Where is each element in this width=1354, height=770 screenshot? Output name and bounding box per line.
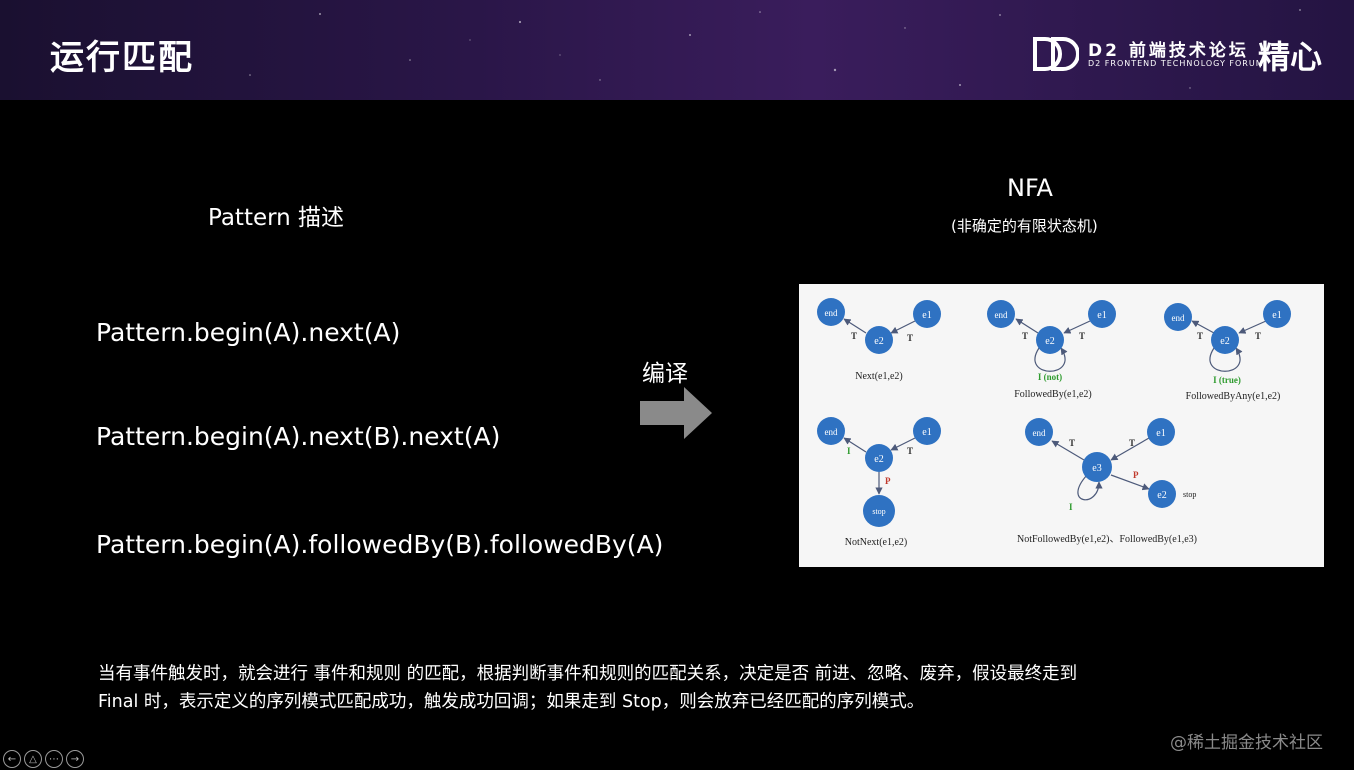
node-end [1025, 418, 1053, 446]
node-e1 [1263, 300, 1291, 328]
svg-text:e1: e1 [1097, 310, 1106, 321]
svg-text:e1: e1 [1272, 310, 1281, 321]
node-stop [863, 495, 895, 527]
next-icon[interactable]: → [66, 750, 84, 768]
nfa-subtitle: (非确定的有限状态机) [951, 217, 1098, 235]
svg-text:end: end [1033, 428, 1046, 438]
svg-text:I (not): I (not) [1038, 372, 1062, 382]
node-end [817, 298, 845, 326]
node-end [1164, 303, 1192, 331]
svg-text:e1: e1 [1156, 428, 1165, 439]
pattern-example-1: Pattern.begin(A).next(A) [96, 318, 401, 347]
node-end [817, 417, 845, 445]
svg-text:Next(e1,e2): Next(e1,e2) [855, 371, 902, 382]
svg-text:T: T [907, 446, 913, 456]
svg-text:P: P [1133, 470, 1139, 480]
forum-name: D2 前端技术论坛 [1088, 41, 1249, 61]
nfa-next: end e1 e2 T T Next(e1,e2) [817, 298, 941, 382]
svg-text:end: end [825, 427, 838, 437]
svg-text:stop: stop [872, 507, 885, 516]
svg-text:T: T [1022, 331, 1028, 341]
svg-text:e2: e2 [874, 336, 883, 347]
slide-title: 运行匹配 [50, 38, 194, 78]
svg-text:e1: e1 [922, 310, 931, 321]
right-arrow-icon [640, 387, 712, 439]
svg-text:T: T [1255, 331, 1261, 341]
svg-text:FollowedByAny(e1,e2): FollowedByAny(e1,e2) [1186, 391, 1281, 402]
node-e1 [1147, 418, 1175, 446]
svg-text:e2: e2 [1157, 490, 1166, 501]
pattern-example-2: Pattern.begin(A).next(B).next(A) [96, 422, 501, 451]
node-e2 [1211, 326, 1239, 354]
node-e1 [913, 300, 941, 328]
svg-text:P: P [885, 476, 891, 486]
nfa-followed-by: end e1 e2 T T I (not) FollowedBy(e1,e2) [987, 300, 1116, 400]
more-icon[interactable]: ⋯ [45, 750, 63, 768]
pattern-heading: Pattern 描述 [208, 205, 345, 231]
node-e2 [865, 444, 893, 472]
previous-icon[interactable]: ← [3, 750, 21, 768]
svg-text:T: T [1079, 331, 1085, 341]
svg-text:FollowedBy(e1,e2): FollowedBy(e1,e2) [1014, 389, 1092, 400]
nfa-followed-by-any: end e1 e2 T T I (true) FollowedByAny(e1,… [1164, 300, 1291, 402]
svg-text:NotFollowedBy(e1,e2)、FollowedB: NotFollowedBy(e1,e2)、FollowedBy(e1,e3) [1017, 534, 1197, 545]
nfa-diagram: end e1 e2 T T Next(e1,e2) end e1 e2 T T … [799, 284, 1324, 567]
description: 当有事件触发时，就会进行 事件和规则 的匹配，根据判断事件和规则的匹配关系，决定… [98, 660, 1258, 716]
svg-text:I: I [1069, 502, 1073, 512]
svg-text:end: end [825, 308, 838, 318]
nfa-title: NFA [1007, 174, 1053, 202]
nfa-not-next: end e1 e2 stop I T P NotNext(e1,e2) [817, 417, 941, 548]
nfa-diagram-svg: end e1 e2 T T Next(e1,e2) end e1 e2 T T … [817, 298, 1291, 548]
svg-text:NotNext(e1,e2): NotNext(e1,e2) [845, 537, 907, 548]
forum-subtitle: D2 FRONTEND TECHNOLOGY FORUM [1088, 59, 1264, 68]
node-e1 [1088, 300, 1116, 328]
description-line-1: 当有事件触发时，就会进行 事件和规则 的匹配，根据判断事件和规则的匹配关系，决定… [98, 664, 1078, 684]
brand-logo: 精心 [1258, 38, 1323, 76]
starfield-decoration [249, 9, 1301, 89]
svg-text:e3: e3 [1092, 463, 1101, 474]
svg-text:e1: e1 [922, 427, 931, 438]
svg-text:end: end [1172, 313, 1185, 323]
svg-text:T: T [907, 333, 913, 343]
svg-text:e2: e2 [1045, 336, 1054, 347]
svg-text:T: T [1069, 438, 1075, 448]
d2-logo-icon [1033, 37, 1079, 71]
slide-controls: ← △ ⋯ → [3, 750, 84, 768]
slide-header: 运行匹配 D2 前端技术论坛 D2 FRONTEND TECHNOLOGY FO… [0, 0, 1354, 100]
node-e3 [1082, 452, 1112, 482]
node-e2 [1036, 326, 1064, 354]
svg-text:T: T [1197, 331, 1203, 341]
description-line-2: Final 时，表示定义的序列模式匹配成功，触发成功回调；如果走到 Stop，则… [98, 692, 925, 712]
svg-text:stop: stop [1183, 490, 1196, 499]
svg-text:T: T [1129, 438, 1135, 448]
svg-text:e2: e2 [1220, 336, 1229, 347]
svg-text:e2: e2 [874, 454, 883, 465]
svg-text:I (true): I (true) [1213, 375, 1241, 385]
node-e1 [913, 417, 941, 445]
watermark: @稀土掘金技术社区 [1170, 733, 1323, 753]
node-e2 [865, 326, 893, 354]
svg-text:end: end [995, 310, 1008, 320]
svg-text:I: I [847, 446, 851, 456]
pattern-example-3: Pattern.begin(A).followedBy(B).followedB… [96, 530, 664, 559]
pen-icon[interactable]: △ [24, 750, 42, 768]
svg-text:T: T [851, 331, 857, 341]
compile-label: 编译 [642, 361, 688, 387]
node-e2 [1148, 480, 1176, 508]
node-end [987, 300, 1015, 328]
nfa-not-followed-by: end e1 e3 e2 T T P I stop NotFollowedBy(… [1017, 418, 1197, 545]
